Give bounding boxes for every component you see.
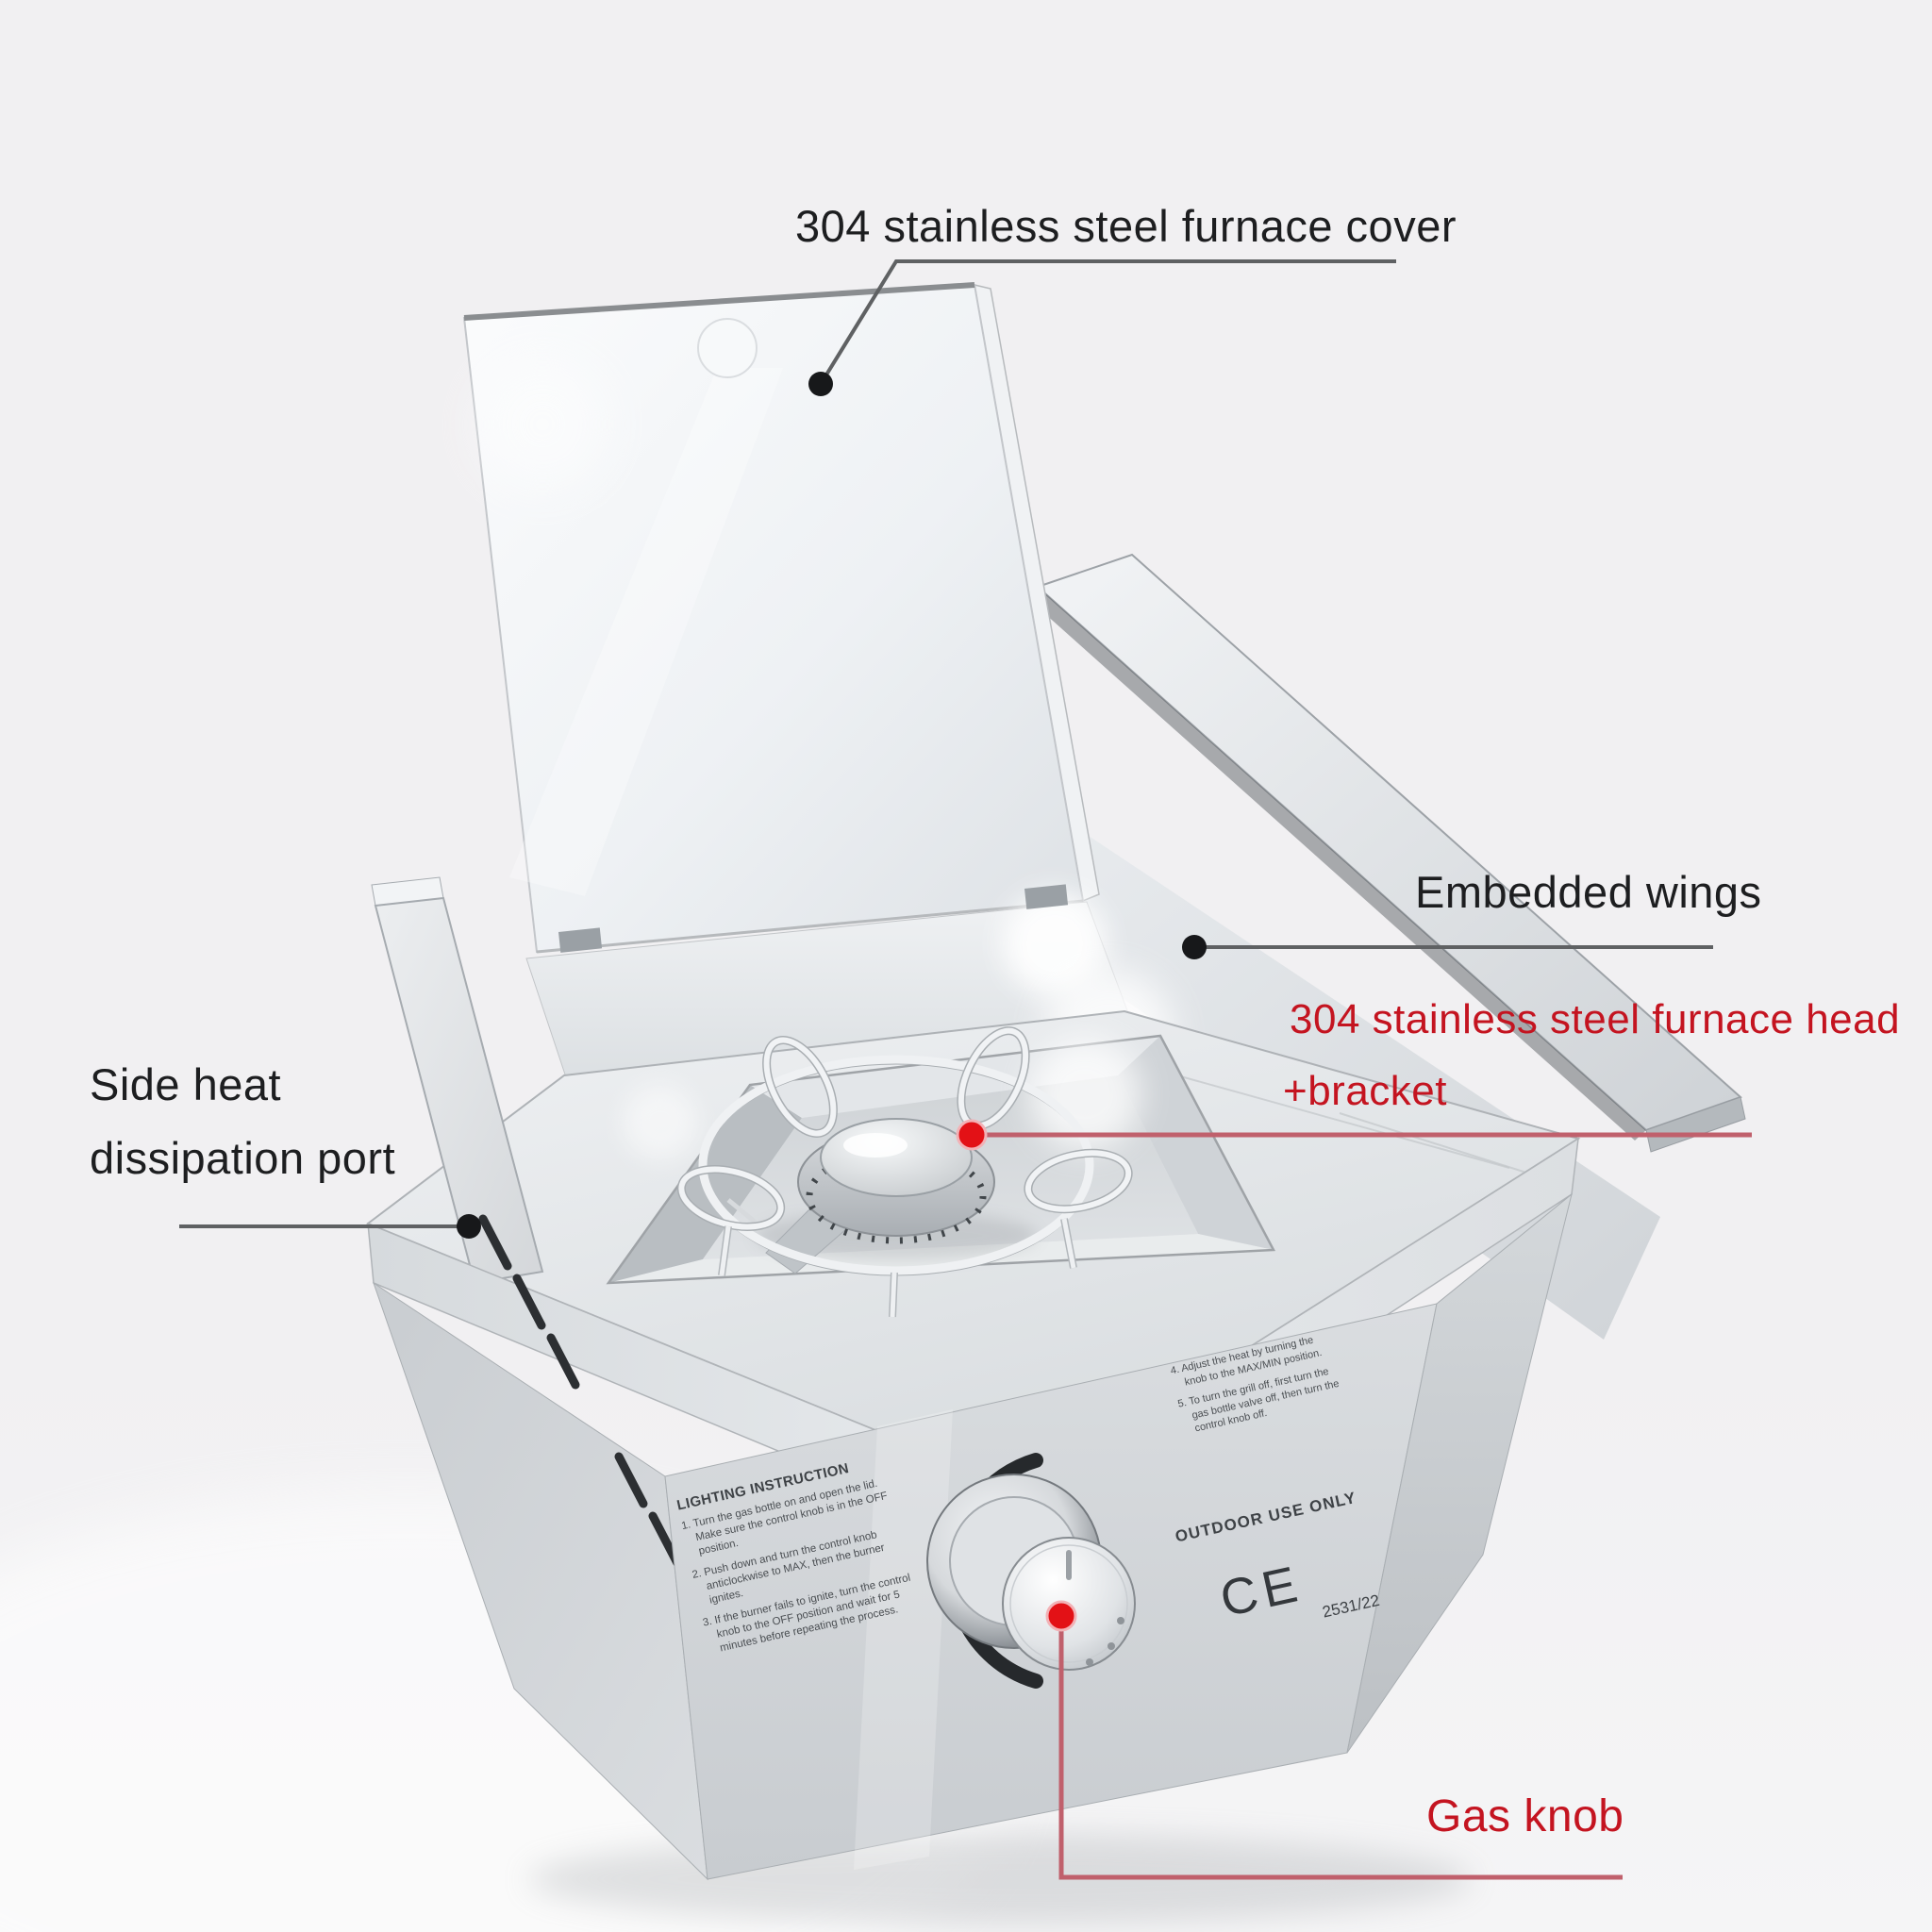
backwall-glare [1003, 891, 1107, 995]
brushed-steel-line [1159, 1070, 1510, 1169]
burner-assembly [676, 1026, 1133, 1318]
knob-face-dot [1086, 1658, 1093, 1666]
flame-holes-ring [806, 1148, 987, 1244]
lid-glare [476, 358, 608, 491]
leader-line-cover [819, 259, 1396, 386]
grate-ring [698, 1055, 1094, 1275]
body-right-face [1346, 1192, 1573, 1754]
leader-line-gas-knob [1058, 1616, 1623, 1880]
knob-face-ring [1009, 1544, 1128, 1663]
pan-glare-2 [623, 1085, 698, 1160]
pan-glare [1028, 1038, 1141, 1151]
left-wing [371, 876, 544, 1285]
anchor-dot-furnace-head [956, 1119, 988, 1151]
lid-top-edge [463, 282, 975, 321]
knob-face-dot [1117, 1617, 1124, 1624]
label-embedded-wings: Embedded wings [1415, 867, 1762, 917]
anchor-dot-cover [808, 372, 833, 396]
burner-cap [820, 1118, 973, 1197]
lid-hole [697, 318, 758, 378]
grate-pot-supports [676, 1026, 1133, 1231]
lid-reflection-streak [509, 368, 783, 896]
label-furnace-head-line1: 304 stainless steel furnace head [1290, 996, 1901, 1042]
label-gas-knob: Gas knob [1426, 1791, 1624, 1841]
label-side-heat-line2: dissipation port [90, 1133, 396, 1183]
label-furnace-cover: 304 stainless steel furnace cover [795, 201, 1457, 251]
wing-groove [1026, 587, 1646, 1141]
callout-leaders [179, 259, 1752, 1880]
pan-right-wall [1118, 1036, 1274, 1250]
label-side-heat-line1: Side heat [90, 1059, 282, 1109]
front-panel-sheen [854, 1409, 953, 1870]
hinge-left [558, 927, 603, 953]
anchor-dot-gas-knob [1045, 1600, 1077, 1632]
burner-cap-shine [843, 1133, 908, 1158]
grate-legs [718, 1218, 1077, 1318]
lid-bottom-edge [536, 899, 1084, 954]
label-furnace-head-line2: +bracket [1283, 1068, 1447, 1114]
anchor-dot-wings [1182, 935, 1207, 959]
furnace-cover-lid [462, 282, 1100, 954]
brushed-steel-line-2 [1339, 1112, 1548, 1180]
heat-dissipation-vents [478, 1214, 746, 1682]
igniter-electrode [726, 1198, 757, 1224]
anchor-dot-side-heat [457, 1214, 481, 1239]
hinge-right [1024, 884, 1069, 909]
wing-end-cap [1645, 1096, 1746, 1153]
knob-face-dot [1108, 1642, 1115, 1650]
pan-front-wall [608, 1234, 1274, 1283]
